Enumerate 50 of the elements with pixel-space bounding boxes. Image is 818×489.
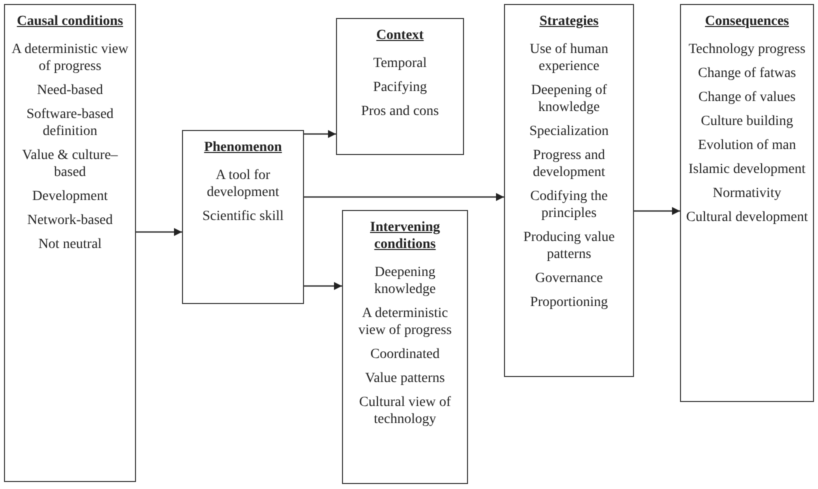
- item-text: Pros and cons: [361, 103, 439, 120]
- item-text: Coordinated: [370, 346, 440, 363]
- arrow: [136, 228, 182, 236]
- item-text: Progress and development: [532, 147, 606, 181]
- item-text: Value & culture–based: [21, 147, 119, 181]
- item-text: Temporal: [373, 55, 427, 72]
- item-text: Development: [32, 188, 108, 205]
- item-text: Change of fatwas: [698, 65, 796, 82]
- box-heading: Causal conditions: [16, 13, 124, 30]
- item-text: Network-based: [27, 212, 113, 229]
- item-text: A deterministic view of progress: [10, 41, 130, 75]
- item-text: Normativity: [712, 185, 782, 202]
- item-text: A tool for development: [206, 167, 280, 201]
- arrow: [304, 130, 336, 138]
- arrow: [304, 282, 342, 290]
- item-text: Proportioning: [530, 294, 608, 311]
- item-text: A deterministic view of progress: [357, 305, 453, 339]
- item-text: Culture building: [700, 113, 794, 130]
- box-heading: Consequences: [704, 13, 789, 30]
- box-heading: Intervening conditions: [369, 219, 441, 253]
- item-text: Islamic development: [688, 161, 806, 178]
- category-box: [336, 18, 464, 155]
- item-text: Scientific skill: [202, 208, 284, 225]
- item-text: Codifying the principles: [529, 188, 609, 222]
- item-text: Need-based: [36, 82, 104, 99]
- item-text: Not neutral: [38, 236, 102, 253]
- item-text: Cultural view of technology: [358, 394, 452, 428]
- item-text: Deepening of knowledge: [530, 82, 608, 116]
- item-text: Producing value patterns: [522, 229, 616, 263]
- item-text: Specialization: [529, 123, 609, 140]
- item-text: Pacifying: [373, 79, 427, 96]
- category-box: [4, 4, 136, 482]
- item-text: Use of human experience: [528, 41, 610, 75]
- item-text: Value patterns: [365, 370, 445, 387]
- item-text: Change of values: [698, 89, 796, 106]
- arrow: [304, 193, 504, 201]
- category-box: [680, 4, 814, 402]
- item-text: Technology progress: [688, 41, 806, 58]
- box-heading: Context: [376, 27, 424, 44]
- category-box: [504, 4, 634, 377]
- arrow: [634, 207, 680, 215]
- item-text: Cultural development: [686, 209, 808, 226]
- category-box: [182, 130, 304, 304]
- item-text: Software-based definition: [25, 106, 115, 140]
- category-box: [342, 210, 468, 484]
- item-text: Governance: [535, 270, 603, 287]
- item-text: Deepening knowledge: [373, 264, 437, 298]
- box-heading: Strategies: [539, 13, 599, 30]
- box-heading: Phenomenon: [204, 139, 282, 156]
- item-text: Evolution of man: [698, 137, 796, 154]
